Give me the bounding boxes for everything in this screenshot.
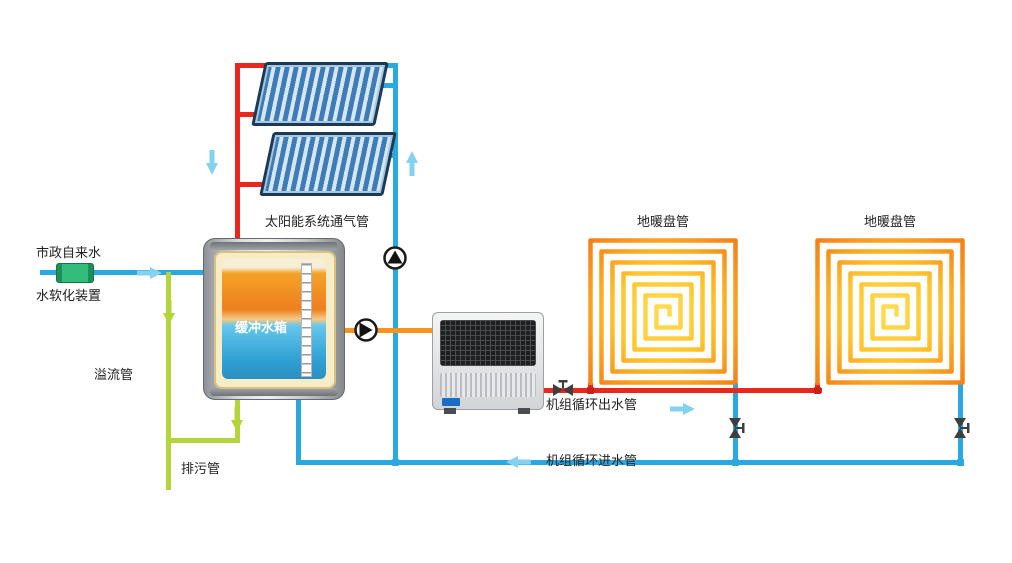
solar-supply-riser [235, 63, 240, 245]
coil-spiral-path [815, 238, 965, 385]
label-solar-vent-pipe: 太阳能系统通气管 [265, 214, 370, 229]
junction-coil2-return [957, 459, 964, 466]
junction-coil2-supply [814, 387, 821, 394]
label-overflow-pipe: 溢流管 [94, 367, 134, 382]
heat-pump-unit [432, 312, 544, 410]
label-unit-outlet-pipe: 机组循环出水管 [546, 397, 638, 412]
coil-spiral-path [588, 238, 738, 385]
unit-outlet-supply-pipe [540, 388, 822, 393]
panel2-supply-stub [235, 182, 268, 187]
overflow-pipe [166, 272, 171, 490]
heat-pump-grille [440, 320, 536, 366]
tank-return-drop-pipe [296, 395, 301, 465]
buffer-tank: 缓冲水箱 [203, 238, 345, 400]
tank-top-cap [210, 242, 338, 250]
junction-solar-return [392, 459, 399, 466]
flow-arrow-down-drain [231, 407, 243, 432]
heat-pump-foot-left [444, 408, 456, 414]
coil1-return-valve-icon [729, 418, 745, 438]
heat-pump-foot-right [518, 408, 530, 414]
label-drain-pipe: 排污管 [181, 461, 221, 476]
flow-arrow-down-solar-supply [206, 150, 218, 175]
floor-heating-coil-left [588, 238, 738, 385]
outlet-valve-icon [553, 380, 573, 396]
water-softener-device [56, 263, 94, 283]
buffer-tank-label: 缓冲水箱 [234, 320, 287, 335]
drain-connector-pipe [166, 438, 240, 443]
flow-arrow-right-municipal [137, 267, 162, 279]
label-water-softener: 水软化装置 [36, 288, 102, 303]
flow-arrow-down-overflow [163, 300, 175, 325]
panel1-supply-stub [235, 112, 260, 117]
flow-arrow-left-unit-inlet [506, 456, 531, 468]
coil2-return-valve-icon [954, 418, 970, 438]
solar-collector-panel-2 [259, 132, 397, 196]
flow-arrow-up-solar-return [406, 151, 418, 176]
tank-to-heatpump-pipe [341, 328, 434, 333]
junction-coil1-return [732, 459, 739, 466]
unit-inlet-return-pipe [296, 460, 962, 465]
heat-pump-brand-badge [442, 398, 460, 406]
label-unit-inlet-pipe: 机组循环进水管 [546, 453, 638, 468]
tank-circulation-pump-icon [354, 318, 378, 342]
label-floor-coil-right: 地暖盘管 [863, 214, 916, 229]
floor-heating-coil-right [815, 238, 965, 385]
tank-level-gauge [301, 263, 312, 377]
flow-arrow-right-coil-return [670, 403, 695, 415]
label-municipal-water: 市政自来水 [36, 245, 102, 260]
tank-bottom-cap [210, 388, 338, 396]
solar-circulation-pump-icon [383, 246, 407, 270]
junction-coil1-supply [587, 387, 594, 394]
heat-pump-louvers [440, 373, 536, 397]
label-floor-coil-left: 地暖盘管 [636, 214, 689, 229]
municipal-water-pipe [40, 270, 205, 275]
solar-collector-panel-1 [251, 62, 389, 126]
